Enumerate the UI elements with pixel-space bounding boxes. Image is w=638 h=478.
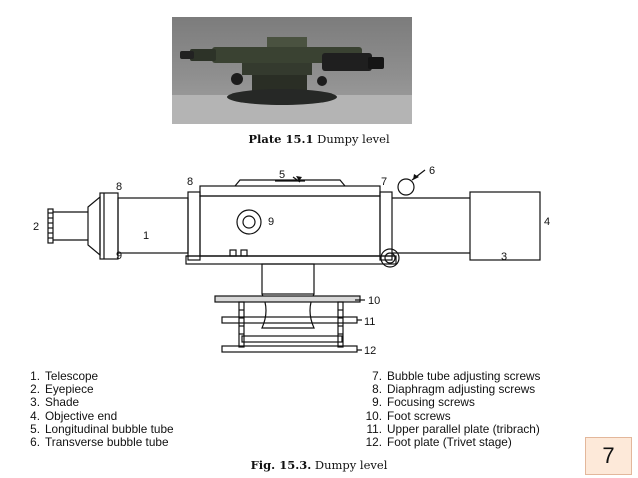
callout-11: 11 — [364, 316, 375, 328]
foot-screw-left — [238, 301, 245, 348]
legend-left: 1.Telescope 2.Eyepiece 3.Shade 4.Objecti… — [21, 369, 174, 450]
legend-item: 12.Foot plate (Trivet stage) — [365, 435, 512, 450]
legend-item: 1.Telescope — [30, 369, 99, 383]
callout-9-center: 9 — [268, 216, 274, 228]
callout-4: 4 — [544, 216, 550, 228]
callout-7: 7 — [381, 176, 387, 188]
telescope-body — [199, 195, 381, 257]
focusing-screw — [236, 209, 262, 235]
shade — [469, 191, 541, 261]
legend-item: 6.Transverse bubble tube — [30, 435, 169, 450]
legend-item: 3.Shade — [30, 395, 80, 410]
callout-2: 2 — [33, 221, 39, 233]
plate-caption: Plate 15.1 Dumpy level — [0, 132, 638, 146]
legend-item: 7.Bubble tube adjusting screws — [372, 369, 541, 383]
spindle — [261, 263, 315, 295]
eyepiece-knob — [47, 208, 54, 244]
figure-caption-label: Fig. 15.3. — [250, 458, 312, 472]
legend-item: 5.Longitudinal bubble tube — [30, 421, 174, 436]
longitudinal-bubble-tube — [199, 185, 381, 197]
tribrach-plate — [214, 295, 361, 303]
plate-caption-label: Plate 15.1 — [248, 132, 314, 146]
dumpy-level-diagram: 8 2 1 9 8 5 7 6 9 4 3 10 11 12 — [33, 165, 550, 357]
legend-item: 4.Objective end — [30, 408, 118, 423]
dumpy-level-photo-drawing — [172, 37, 412, 124]
legend-item: 11.Upper parallel plate (tribrach) — [366, 421, 540, 436]
eyepiece — [87, 195, 101, 257]
legend-right: 7.Bubble tube adjusting screws 8.Diaphra… — [363, 369, 541, 450]
telescope-tube — [117, 197, 189, 254]
plate-caption-text: Dumpy level — [317, 132, 390, 146]
figure-caption-text: Dumpy level — [314, 458, 388, 472]
page-number-badge: 7 — [585, 437, 632, 475]
callout-8-left: 8 — [116, 181, 122, 193]
legend-item: 9.Focusing screws — [372, 395, 475, 410]
callout-9-left: 9 — [116, 250, 122, 262]
callout-1: 1 — [143, 230, 149, 242]
transverse-bubble-tube — [397, 178, 415, 196]
figure-caption: Fig. 15.3. Dumpy level — [0, 458, 638, 472]
callout-6: 6 — [429, 165, 435, 177]
callout-8-mid: 8 — [187, 176, 193, 188]
callout-10: 10 — [368, 295, 380, 307]
legend-item: 2.Eyepiece — [30, 382, 94, 397]
callout-12: 12 — [364, 345, 376, 357]
dumpy-level-photo — [172, 17, 412, 124]
callout-5: 5 — [279, 169, 285, 181]
foot-screw-right — [337, 301, 344, 348]
legend-item: 10.Foot screws — [365, 408, 451, 423]
foot-plate — [221, 345, 358, 353]
legend-item: 8.Diaphragm adjusting screws — [372, 382, 536, 397]
callout-3: 3 — [501, 251, 507, 263]
